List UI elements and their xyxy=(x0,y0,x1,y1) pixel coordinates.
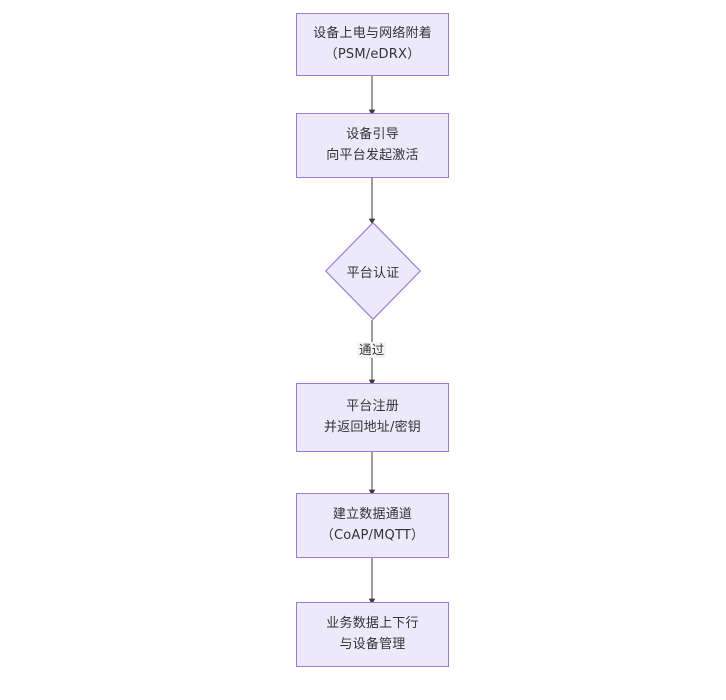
node-bootstrap[interactable]: 设备引导 向平台发起激活 xyxy=(296,113,449,178)
node-power-on[interactable]: 设备上电与网络附着 （PSM/eDRX） xyxy=(296,13,449,76)
node-service-data[interactable]: 业务数据上下行 与设备管理 xyxy=(296,602,449,667)
node-data-channel[interactable]: 建立数据通道 （CoAP/MQTT） xyxy=(296,493,449,558)
node-auth-label: 平台认证 xyxy=(346,265,400,281)
node-service-data-line-1: 业务数据上下行 xyxy=(326,616,419,632)
node-service-data-line-2: 与设备管理 xyxy=(339,636,406,652)
node-bootstrap-line-2: 向平台发起激活 xyxy=(326,147,419,163)
node-data-channel-line-2: （CoAP/MQTT） xyxy=(320,527,425,543)
node-auth-decision[interactable]: 平台认证 xyxy=(325,222,421,320)
node-register-line-1: 平台注册 xyxy=(346,399,399,415)
decision-diamond-shape xyxy=(325,222,421,320)
edge-label-pass: 通过 xyxy=(357,342,387,359)
node-power-on-line-1: 设备上电与网络附着 xyxy=(313,26,432,42)
node-register[interactable]: 平台注册 并返回地址/密钥 xyxy=(296,383,449,452)
node-register-line-2: 并返回地址/密钥 xyxy=(324,419,421,435)
node-bootstrap-line-1: 设备引导 xyxy=(346,127,399,143)
node-data-channel-line-1: 建立数据通道 xyxy=(332,507,413,523)
node-power-on-line-2: （PSM/eDRX） xyxy=(324,46,421,62)
